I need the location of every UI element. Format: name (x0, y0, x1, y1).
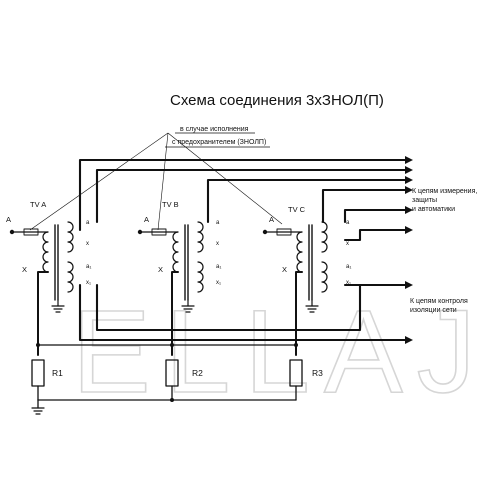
ground-symbols (31, 299, 319, 415)
fuse-note-line1: в случае исполнения (180, 126, 249, 133)
tv-a-a1: a₁ (86, 264, 91, 270)
tv-c-a: a (346, 220, 350, 226)
neutral-leads (37, 271, 303, 356)
output-arrows (405, 156, 413, 344)
resistor-r3-label: R3 (312, 368, 323, 378)
output-labels: К цепям измерения, защиты и автоматики К… (410, 188, 477, 314)
tv-a-labels: TV A A X a x a₁ x₁ (6, 200, 91, 286)
resistor-labels: R1 R2 R3 (52, 368, 323, 378)
tv-c-x: x (346, 241, 349, 247)
tv-b-a: a (216, 220, 220, 226)
diagram-title: Схема соединения 3хЗНОЛ(П) (170, 92, 384, 109)
tv-a-x1: x₁ (86, 280, 91, 286)
tv-b-x1: x₁ (216, 280, 221, 286)
fuse-a (23, 228, 39, 236)
measure-label-line1: К цепям измерения, (412, 188, 477, 195)
tv-a-windings (42, 221, 74, 301)
tv-c-a1: a₁ (346, 264, 351, 270)
resistor-bodies (31, 359, 303, 409)
tv-b-windings (172, 221, 204, 301)
tv-c-windings (296, 221, 328, 301)
watermark: ELLAJ (72, 286, 490, 418)
tv-b-neutral: X (158, 265, 163, 274)
insulation-label-line2: изоляции сети (410, 307, 457, 314)
tv-c-phase: A (269, 215, 274, 224)
tv-a-a: a (86, 220, 90, 226)
primary-leads (11, 228, 303, 236)
fuse-c (276, 228, 292, 236)
measure-label-line3: и автоматики (412, 206, 455, 213)
tv-a-phase: A (6, 215, 11, 224)
insulation-label-line1: К цепям контроля (410, 298, 468, 305)
tv-c-labels: TV C A X a x a₁ x₁ (269, 205, 351, 286)
fuse-note: в случае исполнения с предохранителем (З… (29, 126, 283, 231)
tv-c-neutral: X (282, 265, 287, 274)
tv-c-name: TV C (288, 205, 306, 214)
terminal-markers (9, 229, 298, 402)
tv-a-neutral: X (22, 265, 27, 274)
tv-b-a1: a₁ (216, 264, 221, 270)
fuse-b (151, 228, 167, 236)
fuse-note-line2: с предохранителем (ЗНОЛП) (172, 139, 266, 146)
tv-b-labels: TV B A X a x a₁ x₁ (144, 200, 221, 286)
tv-a-name: TV A (30, 200, 46, 209)
resistor-r2-label: R2 (192, 368, 203, 378)
fuse-leader-lines (29, 132, 283, 231)
tv-b-phase: A (144, 215, 149, 224)
measure-label-line2: защиты (412, 197, 437, 204)
resistor-r1 (31, 359, 45, 387)
wiring (11, 158, 407, 415)
tv-b-name: TV B (162, 200, 179, 209)
tv-c-x1: x₁ (346, 280, 351, 286)
tv-b-x: x (216, 241, 219, 247)
tv-a-x: x (86, 241, 89, 247)
resistor-r1-label: R1 (52, 368, 63, 378)
